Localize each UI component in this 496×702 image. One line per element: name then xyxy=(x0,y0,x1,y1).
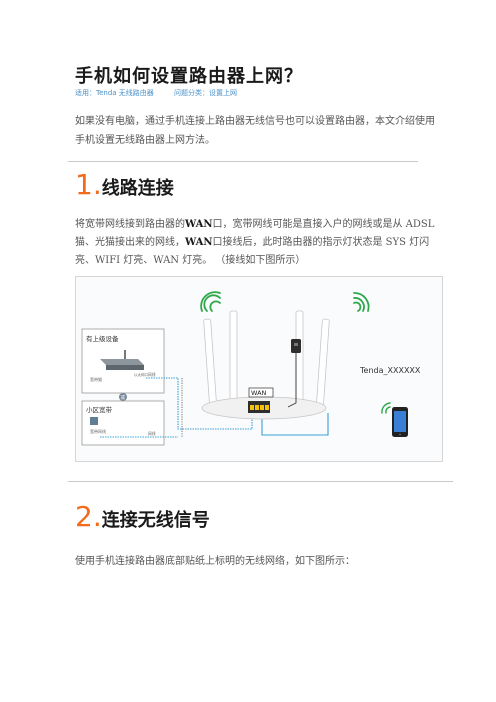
wiring-diagram: 有上级设备 小区宽带 以太网口 宽带猫 或 宽带网线 网线 网线 xyxy=(75,276,443,462)
power-adapter-icon xyxy=(287,339,301,408)
article-title: 手机如何设置路由器上网？ xyxy=(75,66,303,87)
wifi-signal-phone-icon xyxy=(381,402,391,414)
section-2-paragraph: 使用手机连接路由器底部贴纸上标明的无线网络，如下图所示： xyxy=(75,556,355,567)
wall-label: 宽带网线 xyxy=(90,428,106,434)
router-antennas xyxy=(203,310,330,412)
section-1-text-b: 口，宽带网线可能是直接入户的网线或是从 ADSL 猫、光猫接出来的网线， xyxy=(75,219,435,248)
section-2-title: 连接无线信号 xyxy=(101,510,210,531)
cable-lines xyxy=(100,377,329,438)
smartphone-icon xyxy=(392,407,408,437)
cable-label-top: 网线 xyxy=(148,372,156,377)
section-1-wan-1: WAN xyxy=(185,219,213,230)
section-1-heading: 1.线路连接 xyxy=(75,168,174,201)
ssid-label: Tenda_XXXXXX xyxy=(359,366,421,375)
section-1-paragraph: 将宽带网线接到路由器的WAN口，宽带网线可能是直接入户的网线或是从 ADSL 猫… xyxy=(75,216,445,270)
router-ports xyxy=(250,405,269,410)
meta-category: 问题分类：设置上网 xyxy=(174,89,238,97)
wifi-signal-left-icon xyxy=(200,291,221,312)
divider-2 xyxy=(68,481,453,482)
box-broadband-title: 小区宽带 xyxy=(86,405,113,414)
section-1-title: 线路连接 xyxy=(101,178,174,199)
section-1-text-c: 口接线后，此时路由器的指示灯状态是 SYS 灯闪亮、WIFI 灯亮、WAN 灯亮… xyxy=(75,237,430,266)
modem-port-label: 以太网口 xyxy=(134,372,148,377)
meta-product: 适用：Tenda 无线路由器 xyxy=(75,89,154,97)
intro-paragraph: 如果没有电脑，通过手机连接上路由器无线信号也可以设置路由器，本文介绍使用手机设置… xyxy=(75,116,435,146)
wan-label-box xyxy=(248,387,274,398)
cable-label-bottom: 网线 xyxy=(148,431,156,436)
wifi-signal-right-icon xyxy=(353,292,370,312)
wall-socket-icon xyxy=(90,417,98,425)
section-2-number: 2. xyxy=(75,500,102,533)
wan-label: WAN xyxy=(251,389,267,397)
section-1-wan-2: WAN xyxy=(185,237,213,248)
divider-1 xyxy=(68,161,418,162)
or-label: 或 xyxy=(121,394,126,401)
section-1-number: 1. xyxy=(75,168,102,201)
section-2-heading: 2.连接无线信号 xyxy=(75,500,210,533)
modem-icon xyxy=(100,350,144,370)
modem-label: 宽带猫 xyxy=(90,376,102,382)
or-circle xyxy=(119,393,127,401)
section-1-text-a: 将宽带网线接到路由器的 xyxy=(75,219,185,230)
box-upstream-title: 有上级设备 xyxy=(86,334,119,343)
article-meta: 适用：Tenda 无线路由器 问题分类：设置上网 xyxy=(75,88,255,98)
wiring-diagram-svg: 有上级设备 小区宽带 以太网口 宽带猫 或 宽带网线 网线 网线 xyxy=(81,291,421,446)
